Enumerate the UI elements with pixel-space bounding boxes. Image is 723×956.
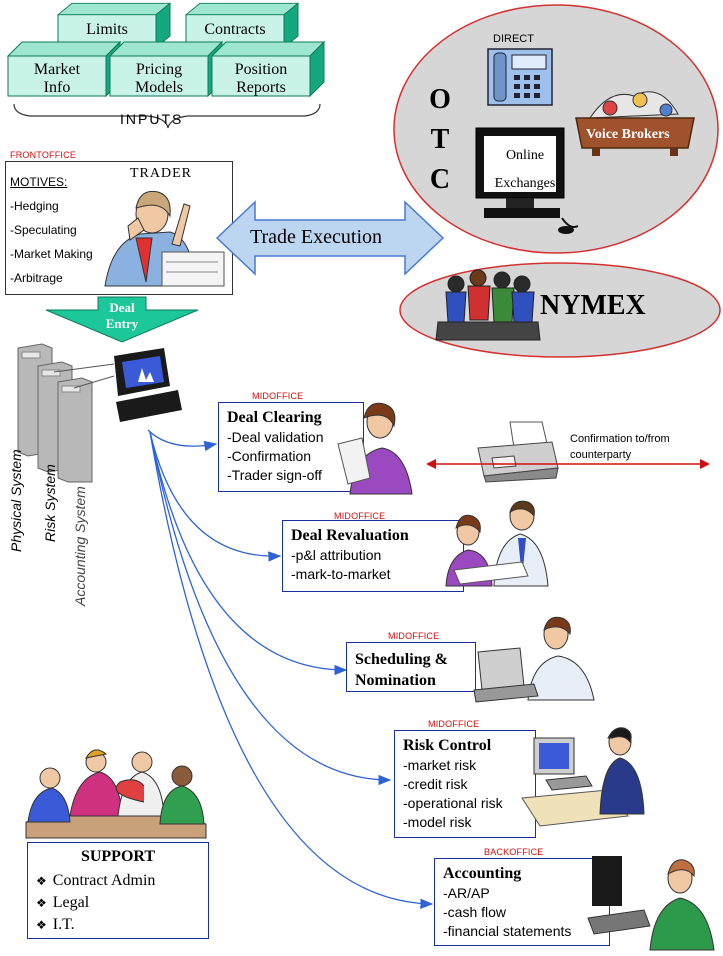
motive-item: -Market Making [10, 247, 93, 261]
stage-item: -mark-to-market [291, 566, 391, 582]
online-exchanges-label: Online Exchanges [492, 142, 558, 198]
risk-tag: MIDOFFICE [428, 719, 480, 729]
inputs-boxes-graphic [7, 2, 325, 129]
stage-item: -Trader sign-off [227, 467, 322, 483]
bullet-diamond-icon: ❖ [36, 874, 47, 888]
support-item-label: Legal [52, 894, 90, 911]
motives-list: -Hedging -Speculating -Market Making -Ar… [10, 194, 93, 290]
pricing-models-line2: Models [135, 79, 183, 96]
frontoffice-tag: FRONTOFFICE [10, 150, 77, 160]
stage-item: -Deal validation [227, 429, 324, 445]
telephone-icon [487, 48, 553, 106]
accountant-figure [587, 856, 715, 951]
scheduling-title-line2: Nomination [355, 672, 436, 689]
nymex-label: NYMEX [540, 290, 646, 321]
risk-control-title: Risk Control [403, 737, 492, 754]
nymex-oval [399, 262, 721, 358]
contracts-box: Contracts [204, 21, 266, 38]
support-team-figure [25, 749, 207, 839]
stage-item: -credit risk [403, 776, 468, 792]
limits-box: Limits [86, 21, 128, 38]
trade-execution-arrow [215, 200, 445, 276]
deal-revaluation-title: Deal Revaluation [291, 527, 409, 544]
deal-revaluation-box: Deal Revaluation -p&l attribution -mark-… [282, 520, 464, 592]
scheduling-title-line1: Scheduling & [355, 651, 448, 668]
support-item: ❖ I.T. [36, 914, 155, 936]
bullet-diamond-icon: ❖ [36, 896, 47, 910]
risk-control-box: Risk Control -market risk -credit risk -… [394, 730, 536, 838]
fax-machine-icon [477, 421, 559, 483]
otc-letter: T [430, 124, 450, 155]
motives-title: MOTIVES: [10, 175, 68, 189]
support-box [27, 842, 209, 939]
stage-item: -AR/AP [443, 885, 490, 901]
otc-letters: O T C [425, 80, 455, 200]
motive-item: -Speculating [10, 223, 77, 237]
market-info-line1: Market [33, 61, 81, 78]
voice-brokers-graphic [575, 91, 695, 156]
trader-figure [104, 190, 225, 287]
voice-brokers-label: Voice Brokers [586, 127, 670, 142]
support-item-label: Contract Admin [52, 872, 156, 889]
revaluation-team-figure [445, 500, 549, 587]
confirmation-line2: counterparty [570, 449, 632, 461]
motive-item: -Hedging [10, 199, 59, 213]
online-line2: Exchanges [494, 176, 556, 191]
trade-execution-label: Trade Execution [250, 226, 383, 248]
deal-clearing-title: Deal Clearing [227, 409, 322, 426]
support-item: ❖ Legal [36, 892, 155, 914]
pricing-models-line1: Pricing [135, 61, 183, 78]
stage-item: -cash flow [443, 904, 507, 920]
clearing-tag: MIDOFFICE [252, 391, 304, 401]
otc-letter: C [429, 164, 451, 195]
risk-analyst-figure [521, 727, 645, 827]
bullet-diamond-icon: ❖ [36, 918, 47, 932]
inputs-label: INPUTS [120, 111, 184, 127]
deal-entry-line1: Deal [109, 300, 135, 315]
online-line1: Online [505, 148, 545, 163]
deal-entry-arrow [45, 296, 199, 343]
deal-entry-line2: Entry [105, 316, 139, 331]
otc-letter: O [429, 84, 451, 115]
scheduling-tag: MIDOFFICE [388, 631, 440, 641]
confirmation-arrow [426, 459, 710, 469]
support-item: ❖ Contract Admin [36, 870, 155, 892]
direct-label: DIRECT [493, 33, 534, 45]
trader-label: TRADER [130, 166, 192, 181]
stage-item: -financial statements [443, 923, 572, 939]
position-reports-line2: Reports [236, 79, 286, 96]
scheduling-box: Scheduling & Nomination [346, 642, 476, 692]
support-list: ❖ Contract Admin ❖ Legal ❖ I.T. [36, 870, 155, 936]
scheduler-figure [473, 616, 595, 703]
stage-item: -Confirmation [227, 448, 312, 464]
support-title: SUPPORT [80, 848, 156, 865]
servers-graphic [17, 343, 182, 483]
stage-item: -operational risk [403, 795, 503, 811]
stage-item: -model risk [403, 814, 472, 830]
accounting-title: Accounting [443, 865, 522, 882]
confirmation-line1: Confirmation to/from [570, 433, 670, 445]
position-reports-line1: Position [234, 61, 288, 78]
support-item-label: I.T. [52, 916, 75, 933]
computer-icon [475, 127, 579, 234]
confirmation-label: Confirmation to/from counterparty [570, 431, 670, 463]
clearing-clerk-figure [337, 402, 413, 495]
stage-item: -p&l attribution [291, 547, 382, 563]
accounting-box: Accounting -AR/AP -cash flow -financial … [434, 858, 610, 946]
market-info-line2: Info [43, 79, 71, 96]
accounting-tag: BACKOFFICE [484, 847, 544, 857]
revaluation-tag: MIDOFFICE [334, 511, 386, 521]
motive-item: -Arbitrage [10, 271, 63, 285]
stage-item: -market risk [403, 757, 477, 773]
deal-entry-label: Deal Entry [92, 300, 152, 332]
